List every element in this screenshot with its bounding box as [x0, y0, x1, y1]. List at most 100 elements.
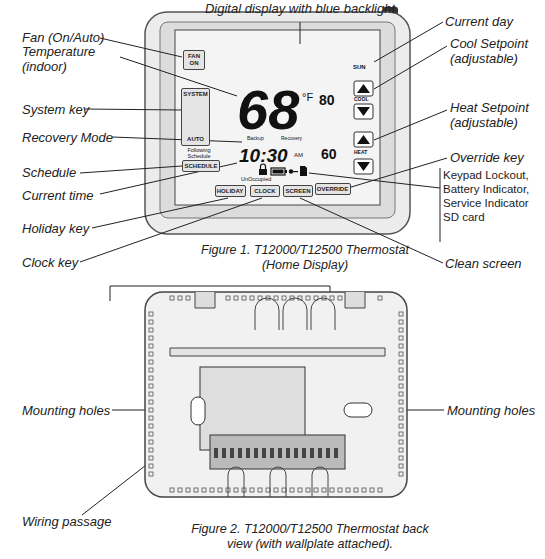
- display-text: AM: [294, 152, 303, 158]
- vent-slot: [399, 400, 403, 404]
- vent-slot: [149, 384, 153, 388]
- arrow-buttons: [354, 81, 373, 174]
- vent-slot: [399, 376, 403, 380]
- vent-slot: [186, 488, 190, 492]
- vent-slot: [149, 344, 153, 348]
- vent-slot: [149, 352, 153, 356]
- vent-slot: [399, 472, 403, 476]
- override-key: OVERRIDE: [315, 183, 351, 195]
- callout-label: Heat Setpoint (adjustable): [450, 100, 542, 130]
- figure-caption: Figure 2. T12000/T12500 Thermostat back …: [190, 522, 430, 552]
- callout-label: Current day: [445, 14, 543, 29]
- wallplate: [145, 292, 407, 497]
- vent-slot: [354, 488, 358, 492]
- vent-slot: [149, 376, 153, 380]
- lcd-screen: [175, 30, 380, 205]
- vent-slot: [149, 448, 153, 452]
- vent-slot: [399, 336, 403, 340]
- vent-slot: [399, 432, 403, 436]
- key-text: SCREEN: [285, 188, 310, 195]
- thermostat-front: [145, 7, 410, 234]
- vent-slot: [149, 368, 153, 372]
- vent-slot: [149, 392, 153, 396]
- vent-slot: [399, 384, 403, 388]
- vent-slot: [242, 296, 246, 300]
- key-text: CLOCK: [254, 188, 275, 195]
- key-text: FAN ON: [187, 53, 201, 67]
- clips: [195, 292, 365, 308]
- vent-slot: [378, 488, 382, 492]
- callout-label: Schedule: [22, 165, 92, 180]
- vent-slot: [178, 296, 182, 300]
- vent-slot: [149, 456, 153, 460]
- terminal-screw: [278, 448, 282, 458]
- vent-slot: [218, 488, 222, 492]
- key-text: SCHEDULE: [184, 163, 217, 170]
- display-text: COOL: [354, 97, 368, 102]
- vent-slot: [149, 400, 153, 404]
- vent-slot: [370, 488, 374, 492]
- vent-slot: [149, 416, 153, 420]
- key-text: OVERRIDE: [317, 186, 348, 193]
- callout-label: Wiring passage: [22, 514, 152, 529]
- vent-slot: [399, 360, 403, 364]
- callout-label: Clock key: [22, 255, 102, 270]
- vent-slot: [399, 368, 403, 372]
- mounting-hole: [191, 397, 205, 425]
- vent-slot: [399, 448, 403, 452]
- vent-slot: [399, 352, 403, 356]
- system-key: SYSTEMAUTO: [181, 88, 210, 146]
- vent-slot: [202, 488, 206, 492]
- vent-slot: [399, 312, 403, 316]
- bezel: [160, 22, 395, 218]
- vent-slot: [399, 328, 403, 332]
- terminal-screw: [254, 448, 258, 458]
- terminal-screw: [334, 448, 338, 458]
- terminal-screw: [294, 448, 298, 458]
- vent-slot: [149, 432, 153, 436]
- key-text: SYSTEM: [183, 91, 208, 98]
- vent-slot: [149, 408, 153, 412]
- terminal-screw: [230, 448, 234, 458]
- callout-label: Keypad Lockout, Battery Indicator, Servi…: [443, 168, 543, 224]
- leader-lines: [80, 22, 447, 515]
- vent-slot: [266, 488, 270, 492]
- vent-slot: [234, 296, 238, 300]
- terminal-screw: [238, 448, 242, 458]
- vent-slot: [399, 392, 403, 396]
- terminal-screw: [270, 448, 274, 458]
- vent-slot: [306, 488, 310, 492]
- vent-slot: [149, 320, 153, 324]
- callout-label: Override key: [450, 150, 542, 165]
- vent-slot: [149, 336, 153, 340]
- display-text: 60: [321, 147, 337, 161]
- slot: [170, 348, 385, 356]
- display-text: °F: [302, 92, 313, 103]
- callout-label: Temperature (indoor): [22, 44, 122, 74]
- vent-slot: [282, 296, 286, 300]
- display-text: Recovery: [281, 136, 302, 141]
- terminal-screw: [262, 448, 266, 458]
- display-text: UnOccupied: [241, 177, 271, 183]
- holiday-key: HOLIDAY: [215, 185, 246, 197]
- vent-slot: [399, 408, 403, 412]
- display-text: 80: [319, 93, 335, 107]
- display-text: Backup: [247, 136, 264, 141]
- vent-slot: [399, 344, 403, 348]
- vent-slot: [274, 488, 278, 492]
- vent-slot: [338, 488, 342, 492]
- callout-label: Mounting holes: [447, 403, 542, 418]
- terminal-screw: [222, 448, 226, 458]
- terminal-screws: [214, 448, 338, 458]
- vent-slot: [282, 488, 286, 492]
- terminal-screw: [246, 448, 250, 458]
- callout-label: Mounting holes: [22, 403, 117, 418]
- vent-slot: [250, 296, 254, 300]
- vent-slot: [149, 440, 153, 444]
- status-icons: [259, 164, 307, 176]
- vent-slot: [274, 296, 278, 300]
- terminal-screw: [310, 448, 314, 458]
- display-text: Following Schedule: [183, 147, 215, 159]
- vent-slot: [250, 488, 254, 492]
